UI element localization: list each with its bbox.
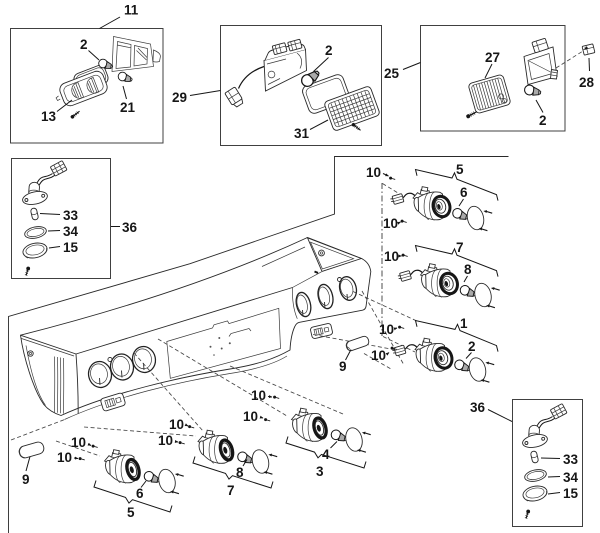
svg-text:10: 10	[384, 249, 399, 264]
svg-text:10: 10	[169, 417, 184, 432]
svg-text:2: 2	[80, 37, 88, 52]
svg-text:5: 5	[456, 162, 464, 177]
svg-text:33: 33	[63, 208, 79, 223]
svg-text:21: 21	[120, 100, 136, 115]
svg-text:6: 6	[136, 486, 144, 501]
svg-text:28: 28	[579, 75, 595, 90]
svg-text:34: 34	[63, 224, 79, 239]
svg-text:10: 10	[57, 450, 72, 465]
svg-text:10: 10	[383, 216, 398, 231]
svg-text:10: 10	[371, 348, 386, 363]
svg-text:27: 27	[485, 50, 500, 65]
svg-text:34: 34	[563, 470, 579, 485]
svg-text:36: 36	[122, 220, 138, 235]
svg-text:7: 7	[456, 240, 464, 255]
svg-text:5: 5	[127, 505, 135, 520]
svg-text:33: 33	[563, 452, 579, 467]
svg-text:8: 8	[236, 465, 244, 480]
svg-text:10: 10	[71, 435, 86, 450]
svg-text:15: 15	[563, 486, 579, 501]
svg-text:4: 4	[322, 447, 330, 462]
svg-text:10: 10	[251, 388, 266, 403]
svg-text:10: 10	[243, 409, 258, 424]
svg-text:1: 1	[460, 316, 468, 331]
svg-text:7: 7	[227, 483, 235, 498]
svg-text:2: 2	[468, 339, 476, 354]
svg-text:2: 2	[539, 113, 547, 128]
svg-text:25: 25	[384, 66, 400, 81]
svg-text:9: 9	[22, 472, 30, 487]
svg-text:9: 9	[339, 359, 347, 374]
svg-text:13: 13	[41, 109, 57, 124]
svg-text:15: 15	[63, 240, 79, 255]
svg-text:10: 10	[379, 322, 394, 337]
svg-text:11: 11	[124, 3, 139, 18]
svg-text:6: 6	[460, 185, 468, 200]
svg-text:36: 36	[470, 400, 486, 415]
svg-text:3: 3	[316, 464, 324, 479]
svg-text:8: 8	[464, 262, 472, 277]
svg-text:10: 10	[366, 165, 381, 180]
svg-text:31: 31	[294, 126, 310, 141]
svg-text:10: 10	[158, 433, 173, 448]
svg-text:29: 29	[172, 90, 187, 105]
svg-text:2: 2	[325, 43, 333, 58]
